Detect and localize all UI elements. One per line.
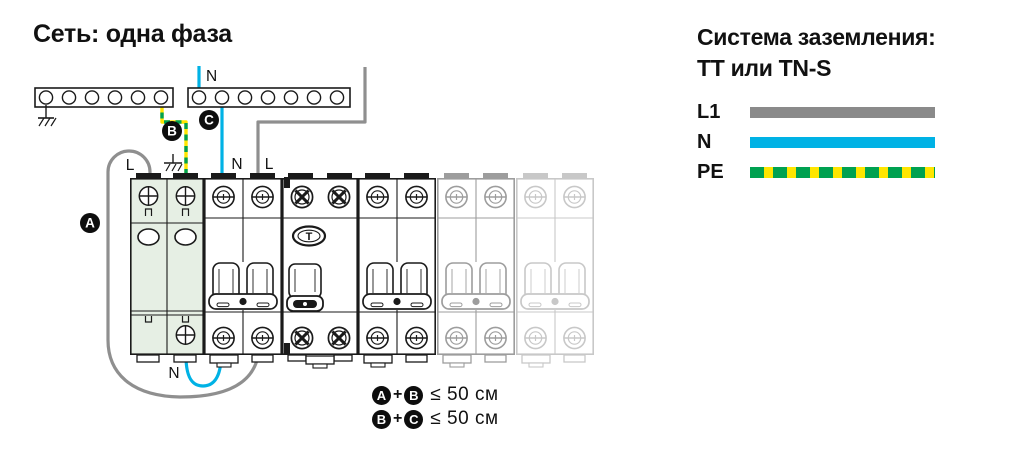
pe-earth-icon <box>164 154 183 172</box>
annotation-badge-b2: B <box>372 409 391 429</box>
svg-text:C: C <box>204 113 214 128</box>
supply-neutral-label: N <box>206 68 217 85</box>
surge-protector-device <box>131 173 203 362</box>
spd-line-label: L <box>126 157 135 174</box>
outgoing-breaker-more-faded-device <box>517 173 593 367</box>
pe-wire-swatch <box>750 167 935 178</box>
circuit-diagram: T <box>34 66 660 399</box>
outgoing-breaker-device <box>359 173 435 367</box>
legend-title: Система заземления: ТТ или TN-S <box>697 22 997 84</box>
wire-l1-loop-a <box>106 149 260 399</box>
legend-label-l1: L1 <box>697 101 721 123</box>
rcd-device <box>283 173 357 368</box>
legend-row-pe: PE <box>697 161 997 183</box>
plus-sign: + <box>393 386 403 403</box>
badge-c: C <box>199 110 219 130</box>
distance-annotations: A + B ≤ 50 см B + C ≤ 50 см <box>372 384 499 432</box>
legend-title-line1: Система заземления: <box>697 24 936 50</box>
earth-icon <box>38 105 57 127</box>
main-breaker-device <box>205 173 281 367</box>
ground-busbar <box>34 87 174 108</box>
annotation-badge-a: A <box>372 385 391 405</box>
neutral-busbar <box>187 87 351 108</box>
svg-text:B: B <box>167 124 177 139</box>
wire-pe-green <box>160 101 188 179</box>
legend-label-n: N <box>697 131 712 153</box>
badge-b: B <box>162 121 182 141</box>
wire-n-bottom-loop <box>184 355 223 388</box>
page-title: Сеть: одна фаза <box>33 20 232 48</box>
l1-wire-swatch <box>750 107 935 118</box>
legend-row-l1: L1 <box>697 101 997 123</box>
outgoing-breaker-faded-device <box>438 173 514 367</box>
legend-title-line2: ТТ или TN-S <box>697 55 832 81</box>
annotation-b-plus-c: B + C ≤ 50 см <box>372 408 499 430</box>
annotation-badge-b: B <box>404 385 424 405</box>
annotation-text-1: ≤ 50 см <box>430 384 499 405</box>
n-wire-swatch <box>750 137 935 148</box>
wire-l1-supply <box>256 67 367 179</box>
breaker-neutral-label: N <box>231 156 242 173</box>
legend-label-pe: PE <box>697 161 724 183</box>
spd-neutral-bottom-label: N <box>168 365 179 382</box>
legend-row-n: N <box>697 131 997 153</box>
svg-text:A: A <box>85 216 95 231</box>
annotation-a-plus-b: A + B ≤ 50 см <box>372 384 499 406</box>
badge-a: A <box>80 213 100 233</box>
annotation-text-2: ≤ 50 см <box>430 408 499 429</box>
annotation-badge-c: C <box>404 409 424 429</box>
breaker-line-label: L <box>265 156 274 173</box>
plus-sign-2: + <box>393 410 403 427</box>
grounding-legend: Система заземления: ТТ или TN-S L1 N PE <box>697 22 997 192</box>
